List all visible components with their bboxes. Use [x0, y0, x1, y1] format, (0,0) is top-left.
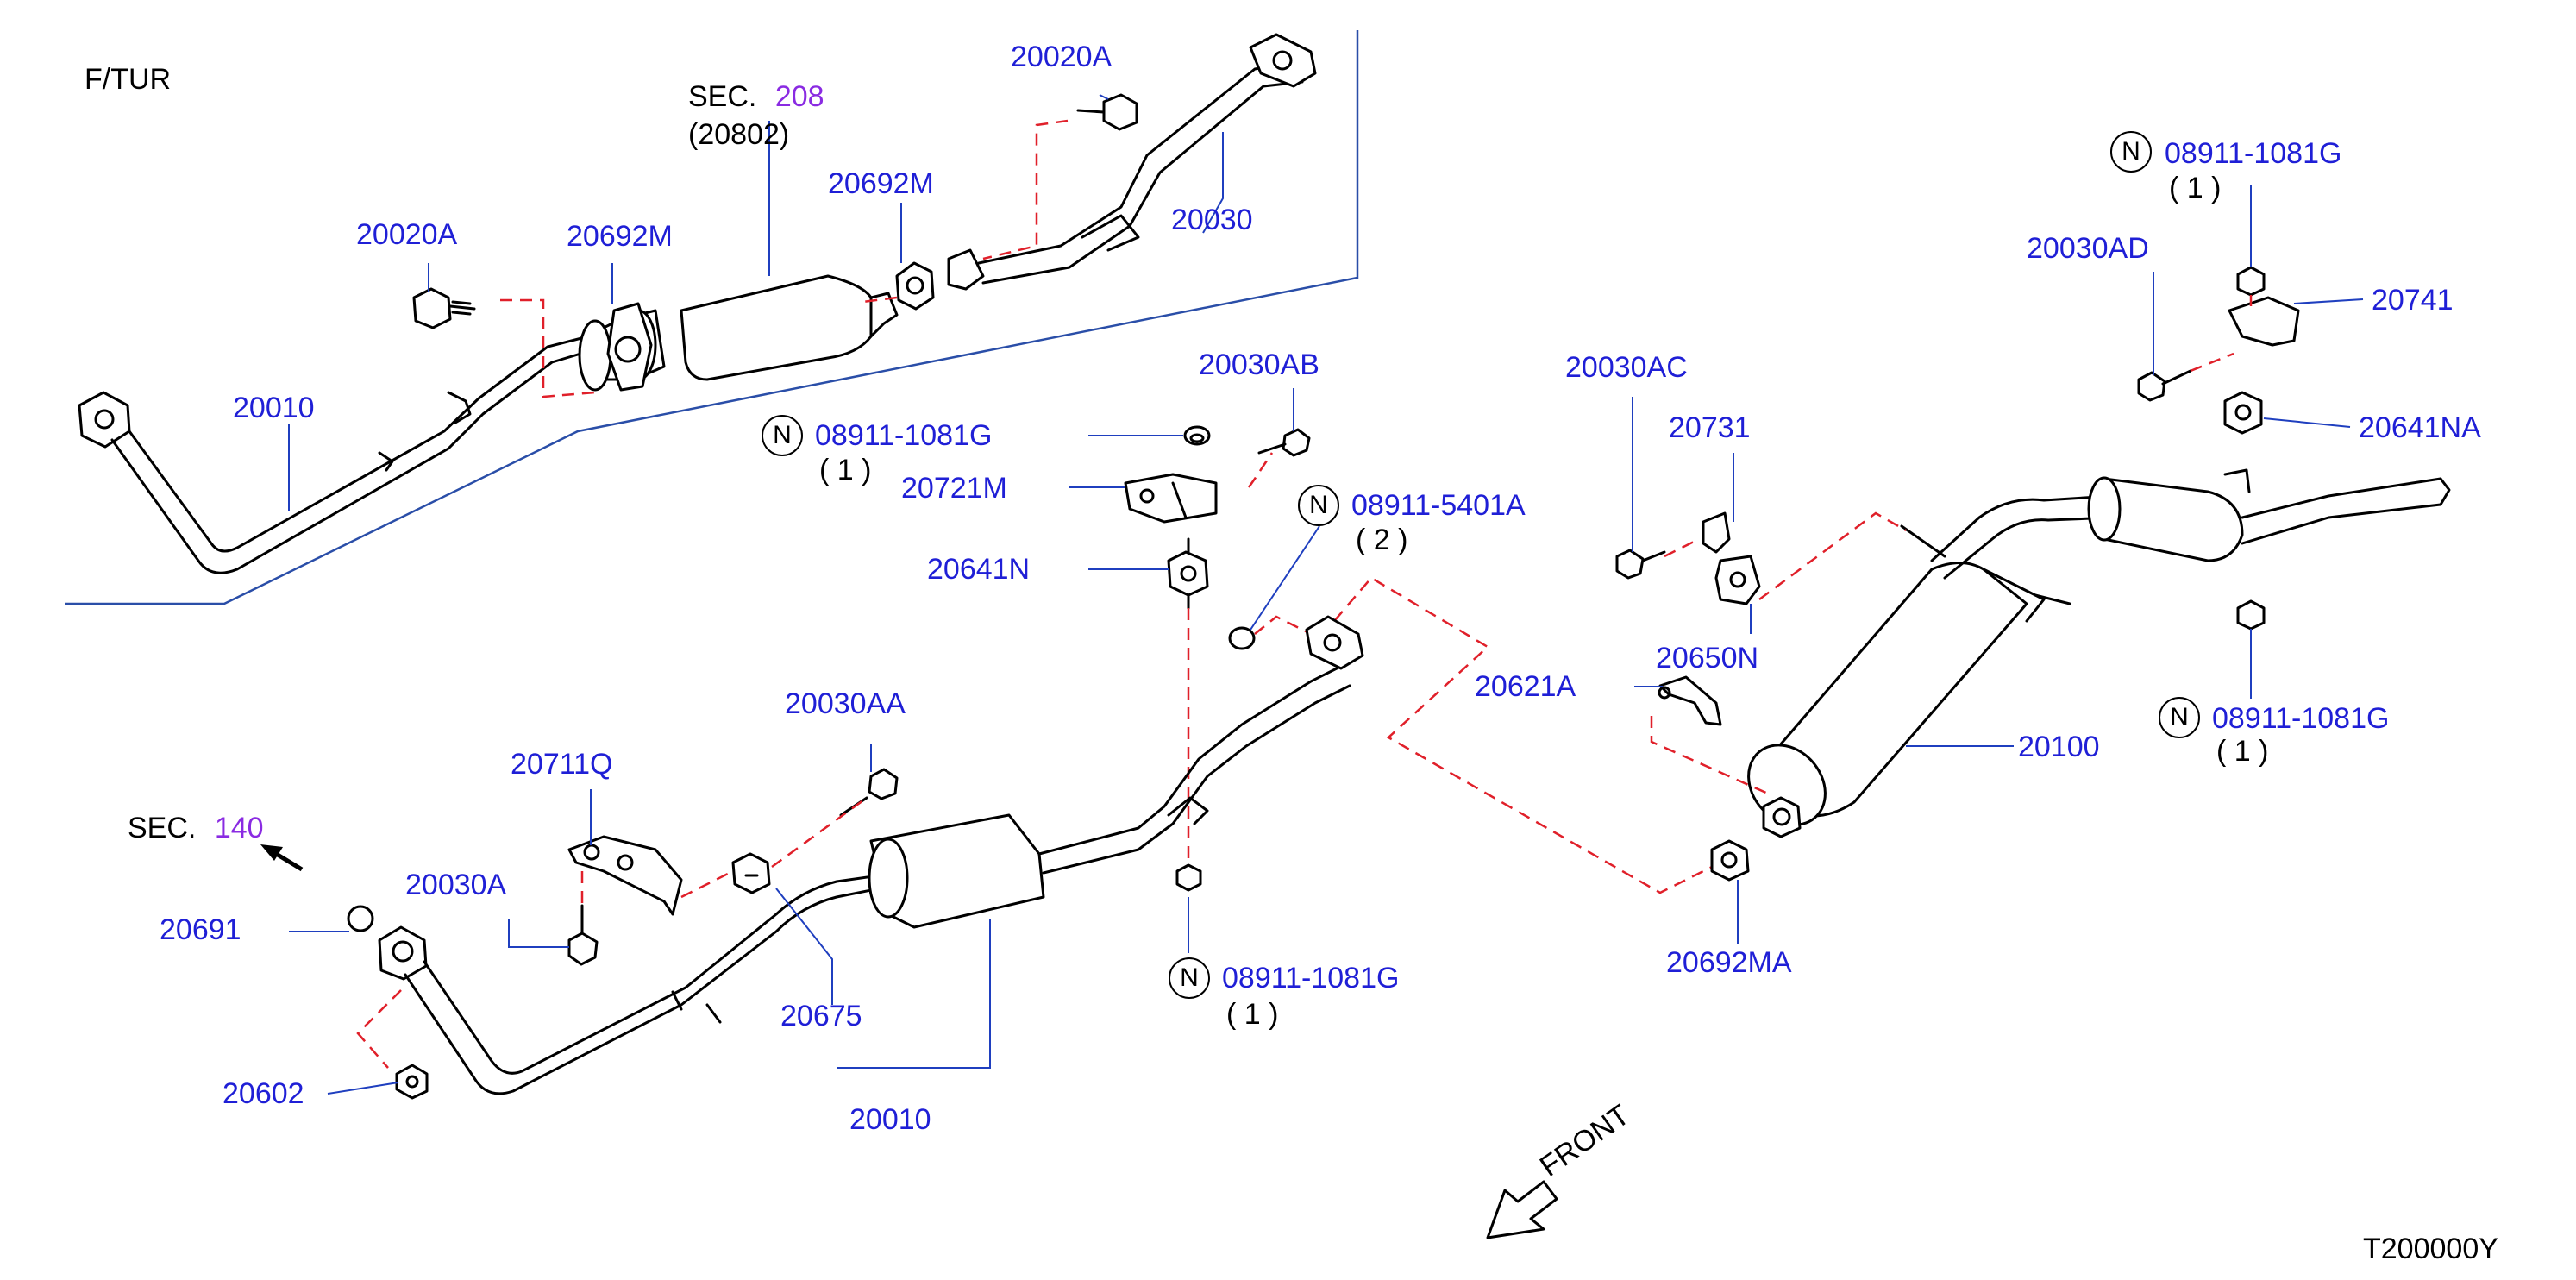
plug-20691[interactable] — [347, 905, 374, 932]
front-tube-top[interactable] — [78, 333, 597, 574]
label-20030A[interactable]: 20030A — [405, 869, 507, 901]
main-muffler-20100[interactable] — [1733, 468, 2451, 840]
n-part-number[interactable]: 08911-1081G — [2212, 702, 2390, 735]
n-symbol: N — [2110, 131, 2152, 173]
label-20711Q[interactable]: 20711Q — [511, 748, 613, 781]
front-tube-20030[interactable] — [947, 33, 1317, 291]
bracket-20731[interactable] — [1702, 511, 1731, 554]
n-part-number[interactable]: 08911-1081G — [815, 419, 993, 452]
n-part-number[interactable]: 08911-1081G — [2165, 137, 2342, 170]
bracket-20741[interactable] — [2228, 296, 2300, 347]
n-symbol: N — [762, 415, 803, 456]
label-20721M[interactable]: 20721M — [901, 472, 1007, 505]
insulator-20641N[interactable] — [1167, 537, 1209, 610]
front-tube-assembly-bottom[interactable] — [378, 874, 881, 1095]
nut-left-08911[interactable] — [1183, 425, 1211, 446]
n-symbol: N — [2159, 697, 2200, 738]
label-20692MA[interactable]: 20692MA — [1666, 946, 1792, 979]
sec140-arrowhead — [260, 844, 283, 861]
label-20691[interactable]: 20691 — [160, 913, 241, 946]
sec-208-ref[interactable]: SEC. 208 — [688, 81, 824, 112]
label-20641NA[interactable]: 20641NA — [2359, 411, 2481, 444]
bolt-20030AA[interactable] — [839, 768, 899, 817]
n-part-number[interactable]: 08911-5401A — [1351, 489, 1526, 522]
sec-140-ref[interactable]: SEC. 140 — [128, 813, 264, 844]
nut-bottom-08911[interactable] — [1175, 863, 1202, 892]
label-20010-top[interactable]: 20010 — [233, 392, 315, 424]
front-arrow-icon — [1486, 1180, 1558, 1239]
label-20650N[interactable]: 20650N — [1656, 642, 1759, 675]
label-20692M-top[interactable]: 20692M — [828, 167, 934, 200]
gasket-20692M-left[interactable] — [606, 302, 653, 392]
n-symbol: N — [1298, 485, 1339, 526]
sec-208-sub: (20802) — [688, 118, 790, 151]
n-quantity: ( 1 ) — [1226, 998, 1279, 1031]
n-quantity: ( 1 ) — [2169, 172, 2222, 204]
n-symbol: N — [1169, 957, 1210, 999]
bolt-20030AC[interactable] — [1615, 549, 1666, 580]
label-20621A[interactable]: 20621A — [1475, 670, 1576, 703]
bolt-20020A-top[interactable] — [1076, 93, 1138, 131]
label-20741[interactable]: 20741 — [2372, 284, 2454, 317]
drawing-code: T200000Y — [2363, 1233, 2498, 1265]
label-20731[interactable]: 20731 — [1669, 411, 1751, 444]
label-20030AB[interactable]: 20030AB — [1199, 348, 1319, 381]
label-20030AC[interactable]: 20030AC — [1565, 351, 1688, 384]
bolt-20030AD[interactable] — [2137, 369, 2192, 402]
label-20020A-left[interactable]: 20020A — [356, 218, 458, 251]
label-20641N[interactable]: 20641N — [927, 553, 1031, 586]
insulator-20641NA[interactable] — [2223, 391, 2263, 435]
gasket-20692MA[interactable] — [1710, 839, 1750, 882]
center-muffler-20010[interactable] — [868, 615, 1364, 929]
label-20030AD[interactable]: 20030AD — [2027, 232, 2149, 265]
bolt-20020A-left[interactable] — [412, 287, 476, 329]
label-20602[interactable]: 20602 — [223, 1077, 304, 1110]
clamp-20621A[interactable] — [1658, 675, 1722, 726]
label-20100[interactable]: 20100 — [2018, 731, 2100, 763]
bracket-20711Q[interactable] — [567, 835, 683, 916]
bolt-20030AB[interactable] — [1257, 428, 1311, 457]
nut-right-top-08911[interactable] — [2236, 266, 2266, 297]
insulator-20675[interactable] — [731, 852, 771, 894]
label-20675[interactable]: 20675 — [780, 1000, 862, 1032]
leader-lines — [288, 94, 2364, 1095]
inset-frame — [65, 30, 1359, 605]
nut-08911-5401A[interactable] — [1228, 626, 1256, 650]
variant-label: F/TUR — [85, 63, 172, 96]
gasket-20692M-top[interactable] — [895, 261, 935, 311]
n-quantity: ( 1 ) — [2216, 735, 2269, 768]
bolt-20030A[interactable] — [567, 904, 599, 966]
nut-20602[interactable] — [395, 1064, 429, 1100]
bracket-20721M[interactable] — [1124, 473, 1218, 524]
n-quantity: ( 2 ) — [1356, 524, 1408, 556]
nut-right-bottom-08911[interactable] — [2236, 599, 2266, 631]
sec-number[interactable]: 140 — [214, 812, 264, 844]
n-quantity: ( 1 ) — [819, 454, 872, 486]
sec-prefix: SEC. — [128, 812, 197, 844]
label-20010-bottom[interactable]: 20010 — [849, 1103, 931, 1136]
label-20030[interactable]: 20030 — [1171, 204, 1253, 236]
label-20030AA[interactable]: 20030AA — [785, 687, 906, 720]
n-part-number[interactable]: 08911-1081G — [1222, 962, 1400, 995]
label-20692M-left[interactable]: 20692M — [567, 220, 673, 253]
label-20020A-top[interactable]: 20020A — [1011, 41, 1113, 73]
sec-number[interactable]: 208 — [774, 80, 824, 113]
sec-prefix: SEC. — [688, 80, 757, 113]
insulator-20650N[interactable] — [1714, 555, 1761, 605]
